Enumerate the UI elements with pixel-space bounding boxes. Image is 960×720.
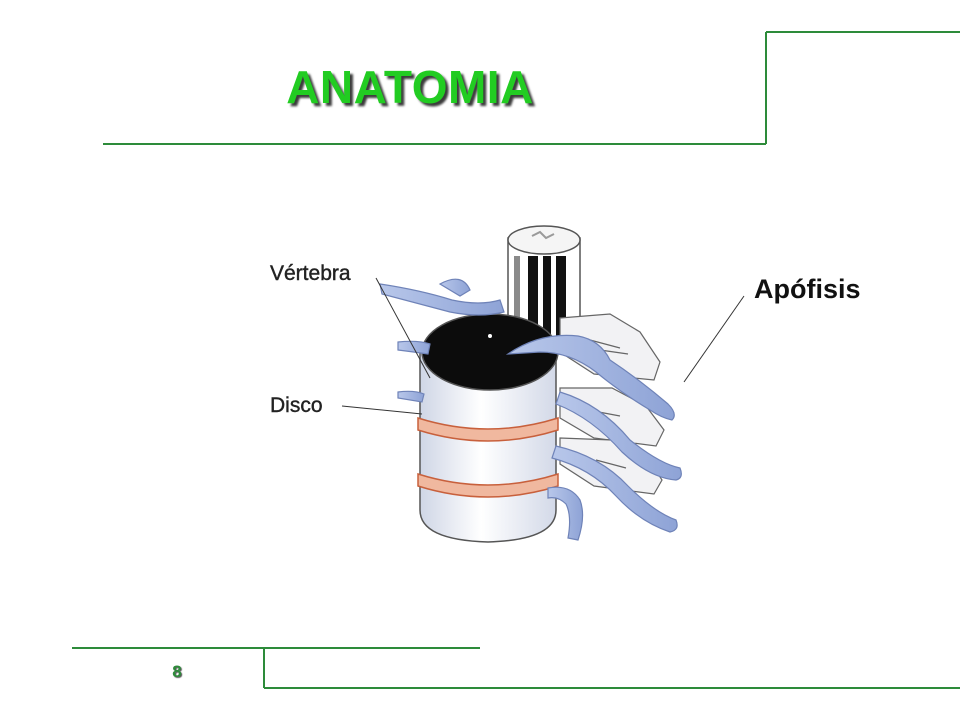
slide-title: ANATOMIA: [286, 61, 534, 113]
page-number: 8: [172, 662, 182, 681]
vertebral-body: [417, 313, 559, 543]
label-vertebra: Vértebra: [270, 262, 351, 285]
label-apofisis: Apófisis: [754, 274, 861, 304]
apofisis-leader-line: [683, 295, 745, 383]
disc-lower: [417, 472, 559, 498]
spinous-processes: [379, 278, 682, 541]
vertebra-leader-line: [375, 277, 431, 379]
disco-leader-line: [341, 405, 423, 415]
disc-upper: [417, 416, 559, 442]
label-disco: Disco: [270, 394, 323, 417]
